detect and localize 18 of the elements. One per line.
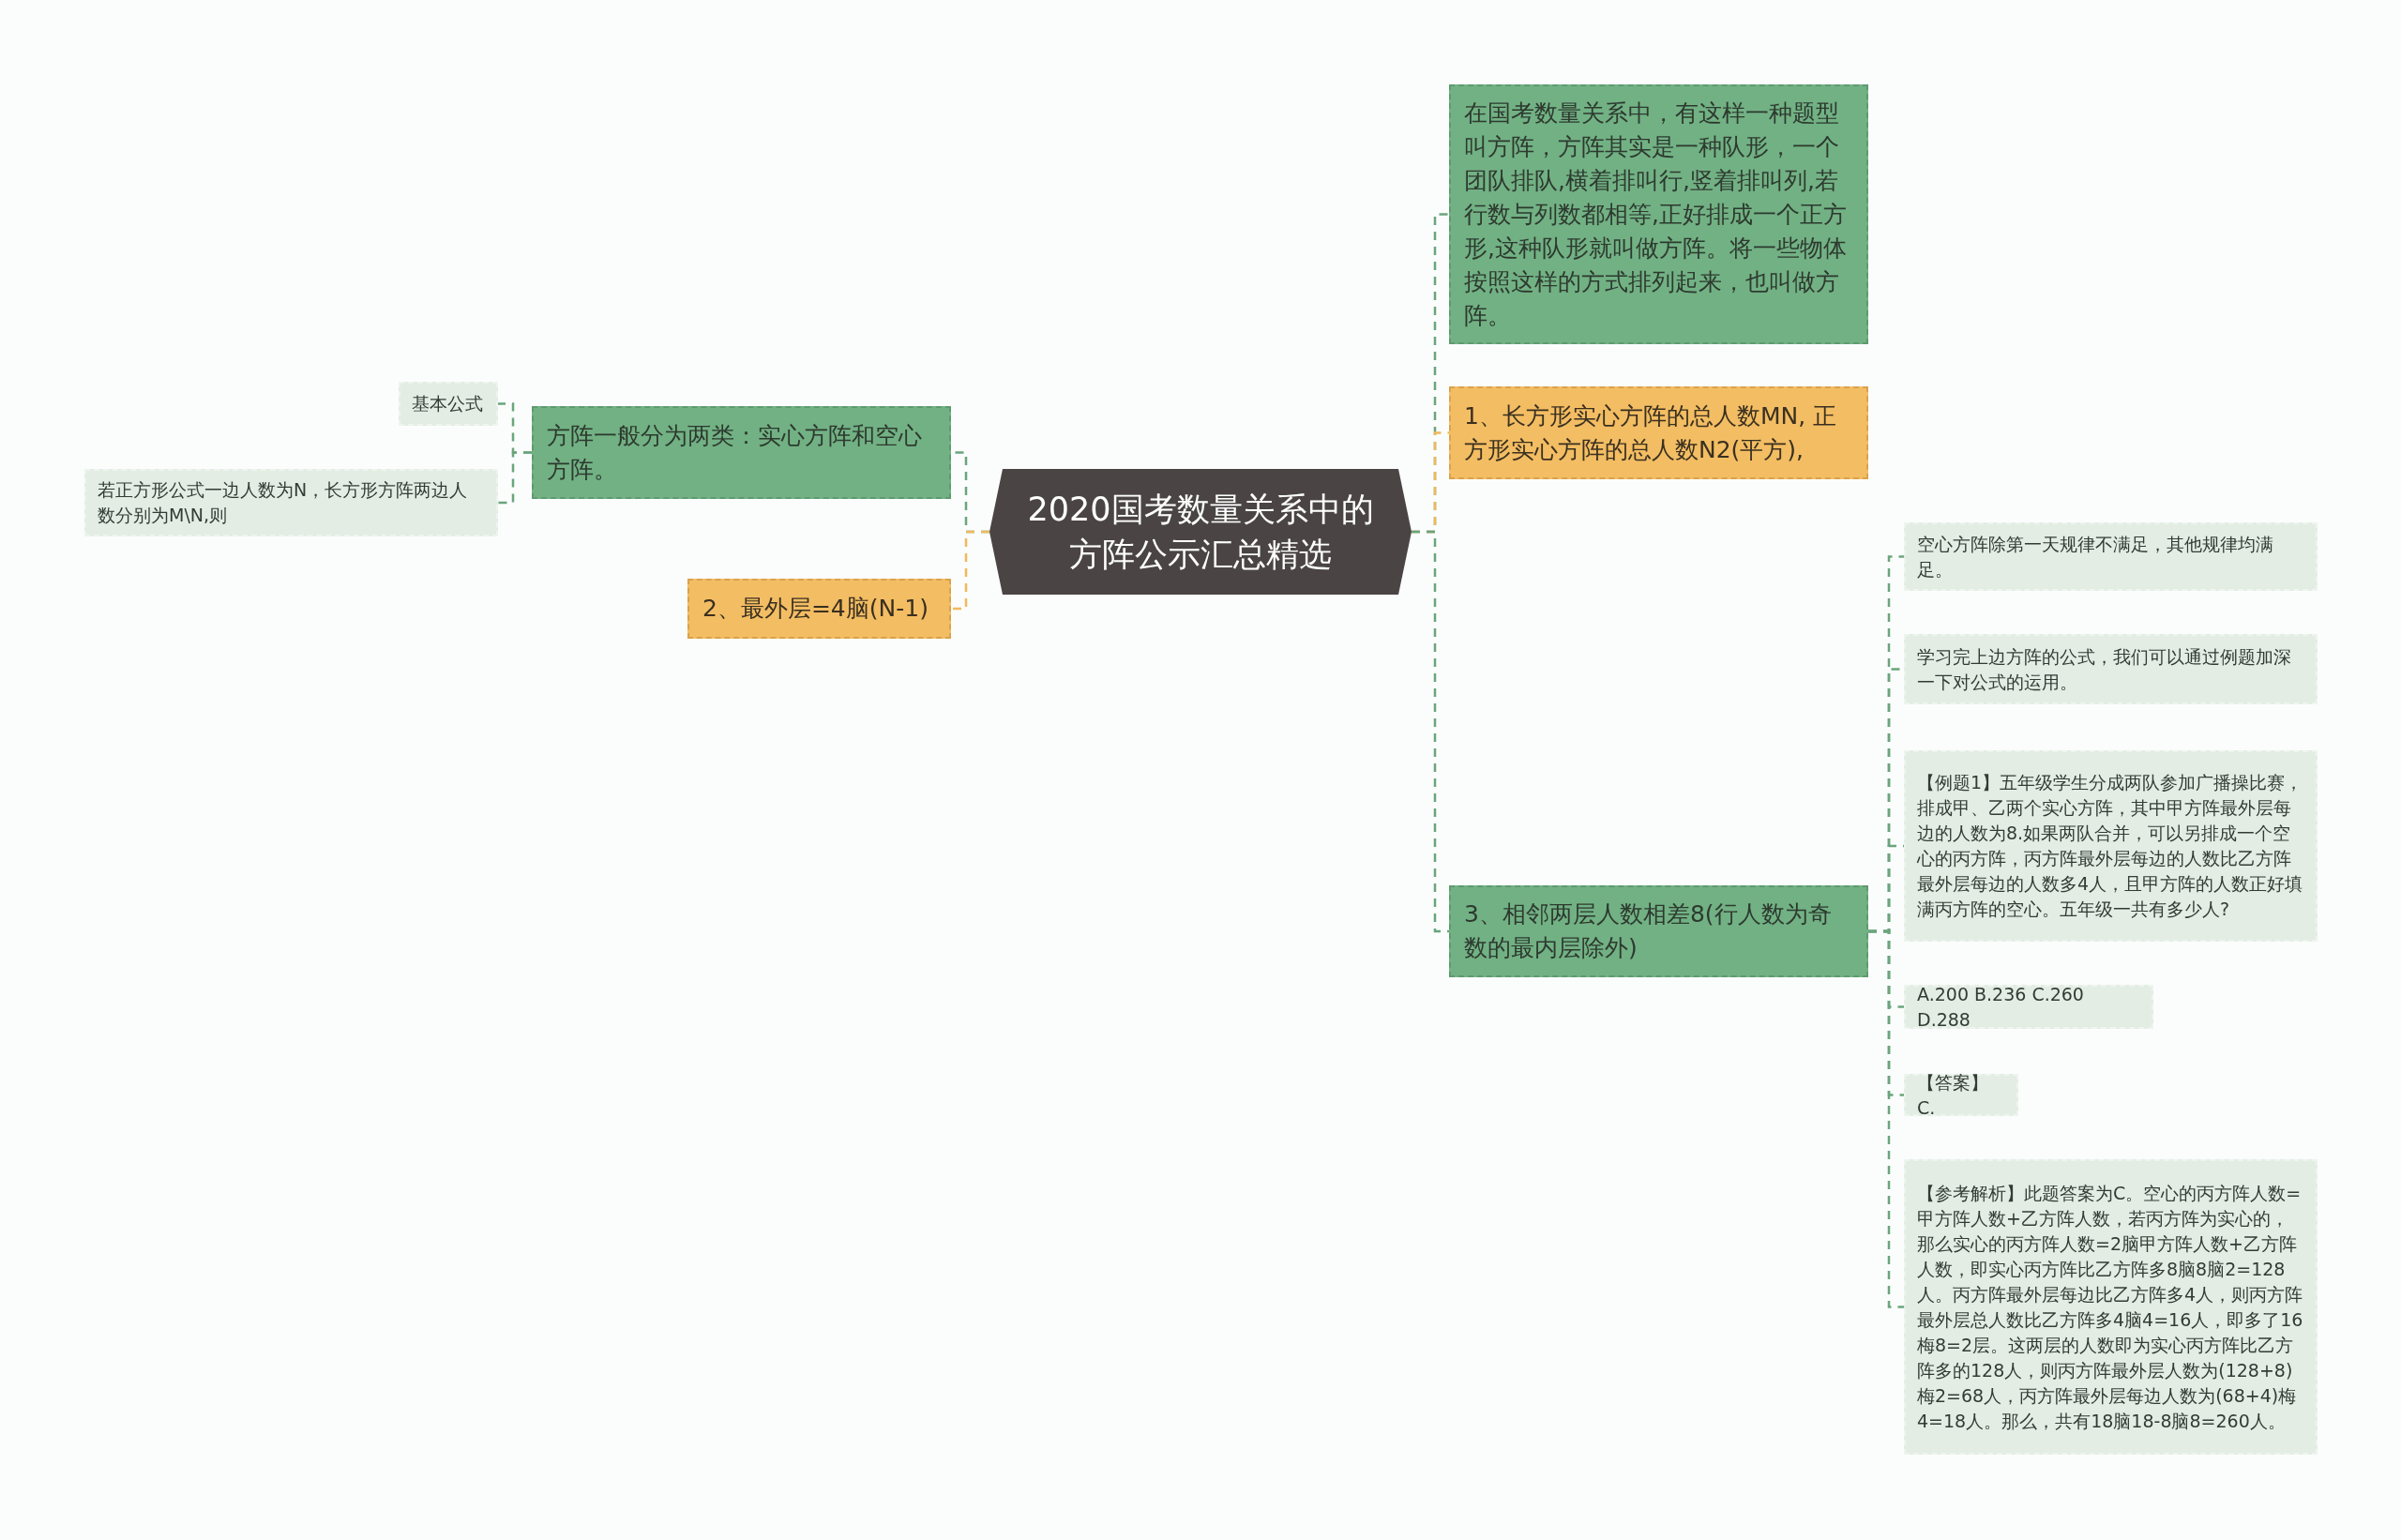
central-topic-box: 2020国考数量关系中的方阵公示汇总精选 bbox=[989, 469, 1412, 595]
connector-line bbox=[498, 451, 532, 505]
topic-box: 1、长方形实心方阵的总人数MN, 正方形实心方阵的总人数N2(平方), bbox=[1449, 386, 1868, 479]
note-box: 【答案】C. bbox=[1904, 1074, 2018, 1116]
note-box: 【参考解析】此题答案为C。空心的丙方阵人数=甲方阵人数+乙方阵人数，若丙方阵为实心的，那么实心的丙方阵人数=2脑甲方阵人数+乙方阵人数，即实心丙方阵比乙方阵多8脑8脑2=128人。丙方阵最外层每边比乙方阵多4人，则丙方阵最外层总人数比乙方阵多4脑4=16人，即多了16梅8=2层。这两层的人数即为实心丙方阵比乙方阵多的128人，则丙方阵最外层人数为(128+8)梅2=68人，丙方阵最外层每边人数为(68+4)梅4=18人。那么，共有18脑18-8脑8=260人。 bbox=[1904, 1159, 2318, 1455]
connector-line bbox=[1868, 929, 1904, 1308]
note-box: 学习完上边方阵的公式，我们可以通过例题加深一下对公式的运用。 bbox=[1904, 634, 2318, 704]
note-box: A.200 B.236 C.260 D.288 bbox=[1904, 985, 2153, 1029]
topic-box: 2、最外层=4脑(N-1) bbox=[687, 579, 951, 639]
connector-line bbox=[1412, 530, 1449, 933]
topic-box: 在国考数量关系中，有这样一种题型叫方阵，方阵其实是一种队形，一个团队排队,横着排叫行,竖着排叫列,若行数与列数都相等,正好排成一个正方形,这种队形就叫做方阵。将一些物体按照这样的方式排列起来，也叫做方阵。 bbox=[1449, 84, 1868, 344]
note-box: 若正方形公式一边人数为N，长方形方阵两边人数分别为M\N,则 bbox=[84, 469, 498, 536]
connector-line bbox=[951, 530, 989, 611]
note-box: 基本公式 bbox=[399, 382, 498, 426]
topic-box: 方阵一般分为两类：实心方阵和空心方阵。 bbox=[532, 406, 951, 499]
note-box: 空心方阵除第一天规律不满足，其他规律均满足。 bbox=[1904, 522, 2318, 591]
topic-box: 3、相邻两层人数相差8(行人数为奇数的最内层除外) bbox=[1449, 885, 1868, 977]
note-box: 【例题1】五年级学生分成两队参加广播操比赛，排成甲、乙两个实心方阵，其中甲方阵最外层每边的人数为8.如果两队合并，可以另排成一个空心的丙方阵，丙方阵最外层每边的人数比乙方阵最外层每边的人数多4人，且甲方阵的人数正好填满丙方阵的空心。五年级一共有多少人? bbox=[1904, 750, 2318, 942]
